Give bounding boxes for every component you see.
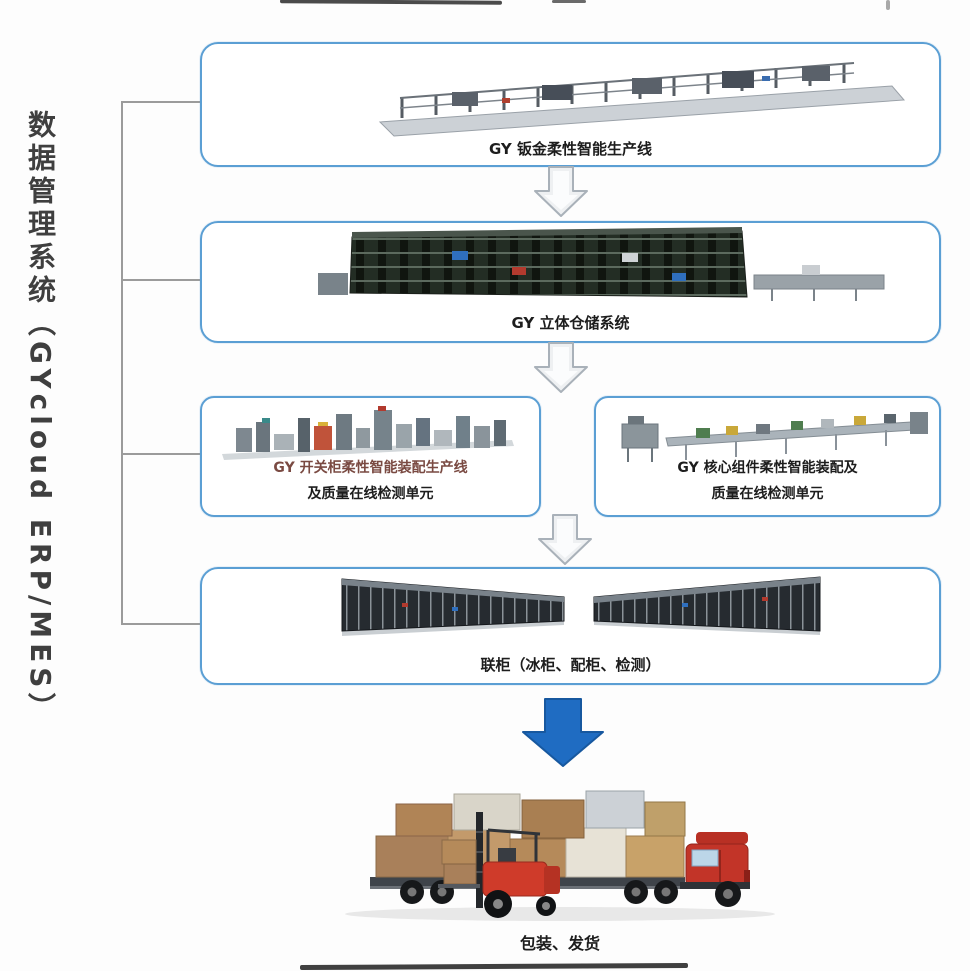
combined-cabinets-illustration <box>341 576 821 636</box>
scan-artifact-top-2 <box>552 0 586 3</box>
scan-artifact-top-3 <box>886 0 890 10</box>
caption-switchgear-assembly: GY 开关柜柔性智能装配生产线 及质量在线检测单元 <box>202 455 539 507</box>
scan-artifact-top <box>279 0 503 5</box>
caption-sheet-metal-line: GY 钣金柔性智能生产线 <box>488 140 653 158</box>
scan-artifact-bottom <box>299 962 689 971</box>
down-arrow-icon-3 <box>538 514 592 565</box>
caption-core-line2: 质量在线检测单元 <box>711 486 824 502</box>
sheet-metal-line-illustration <box>378 62 906 137</box>
connector-stub-3 <box>121 453 200 455</box>
station-box-sheet-metal-line: GY 钣金柔性智能生产线 <box>200 42 941 167</box>
station-box-combined-cabinets: 联柜（冰柜、配柜、检测） <box>200 567 941 685</box>
packing-shipping-illustration <box>345 790 775 921</box>
connector-vertical-line <box>121 102 123 625</box>
data-management-system-label: 数据管理系统（GYcloud ERP/MES） <box>24 110 57 726</box>
switchgear-assembly-illustration <box>222 406 514 460</box>
caption-combined-cabinets: 联柜（冰柜、配柜、检测） <box>480 656 661 674</box>
caption-switchgear-line2: 及质量在线检测单元 <box>307 486 434 502</box>
down-arrow-icon-1 <box>534 166 588 217</box>
caption-warehouse: GY 立体仓储系统 <box>511 314 630 332</box>
station-box-core-components: GY 核心组件柔性智能装配及 质量在线检测单元 <box>594 396 941 517</box>
connector-stub-4 <box>121 623 200 625</box>
warehouse-illustration <box>318 227 885 301</box>
connector-stub-1 <box>121 101 200 103</box>
station-box-warehouse: GY 立体仓储系统 <box>200 221 941 343</box>
core-components-illustration <box>621 412 928 462</box>
caption-switchgear-line1: GY 开关柜柔性智能装配生产线 <box>273 460 468 476</box>
caption-core-line1: GY 核心组件柔性智能装配及 <box>677 460 858 476</box>
caption-packing-shipping: 包装、发货 <box>519 934 600 953</box>
station-box-switchgear-assembly: GY 开关柜柔性智能装配生产线 及质量在线检测单元 <box>200 396 541 517</box>
down-arrow-icon-2 <box>534 342 588 393</box>
connector-stub-2 <box>121 279 200 281</box>
shipping-down-arrow-icon <box>522 698 604 767</box>
caption-core-components: GY 核心组件柔性智能装配及 质量在线检测单元 <box>596 455 939 507</box>
